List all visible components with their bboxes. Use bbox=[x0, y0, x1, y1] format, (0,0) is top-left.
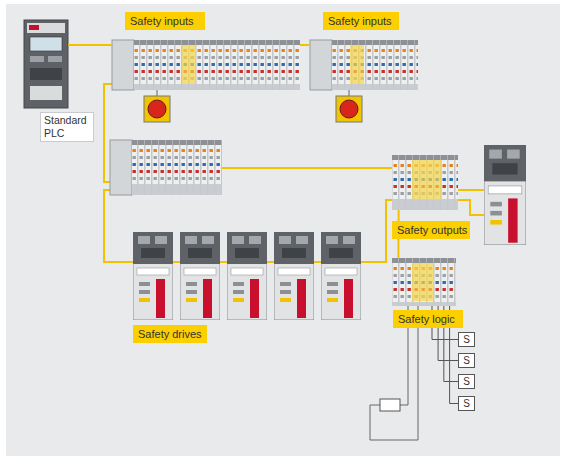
terminal-bus bbox=[110, 140, 222, 195]
safety-terminal bbox=[412, 263, 434, 301]
button-base bbox=[144, 96, 170, 122]
relay-symbol bbox=[380, 399, 400, 411]
plc-housing bbox=[24, 20, 68, 108]
safety-terminal bbox=[182, 45, 196, 84]
bus-coupler bbox=[110, 140, 132, 195]
safety-cable bbox=[68, 44, 112, 46]
terminal-node: Safety inputs bbox=[112, 40, 300, 90]
drive-group: Safety drives bbox=[133, 232, 361, 320]
background-panel bbox=[6, 4, 560, 456]
cable bbox=[458, 200, 484, 215]
device-label: Safety inputs bbox=[125, 12, 205, 30]
servo-drive bbox=[133, 232, 173, 320]
device-label: Safety logic bbox=[393, 310, 463, 328]
sensor-box: S bbox=[458, 332, 475, 347]
sensor-label: S bbox=[459, 354, 474, 367]
emergency-stop bbox=[144, 96, 170, 122]
servo-drive bbox=[484, 145, 526, 245]
wire bbox=[157, 90, 158, 96]
terminal-slices bbox=[392, 258, 456, 306]
plc-device bbox=[24, 20, 68, 108]
button-cap bbox=[148, 100, 166, 118]
terminal-slices bbox=[332, 40, 418, 90]
plc-node: Standard PLC bbox=[24, 20, 68, 108]
terminal-slices bbox=[132, 140, 222, 195]
safety-terminal bbox=[350, 45, 364, 84]
button-cap bbox=[340, 100, 358, 118]
plc-port bbox=[48, 56, 62, 62]
device-label: Safety drives bbox=[133, 325, 207, 343]
sensor-label: S bbox=[459, 375, 474, 388]
wire bbox=[349, 90, 350, 96]
servo-drive bbox=[227, 232, 267, 320]
device-label: Safety inputs bbox=[323, 12, 399, 30]
terminal-bus bbox=[392, 258, 456, 306]
cable bbox=[222, 167, 392, 169]
terminal-slices bbox=[392, 155, 458, 210]
safety-terminal bbox=[412, 160, 442, 200]
cable bbox=[458, 189, 484, 191]
servo-drive bbox=[180, 232, 220, 320]
sensor-label: S bbox=[459, 333, 474, 346]
sensor-box: S bbox=[458, 374, 475, 389]
terminal-node: Safety inputs bbox=[310, 40, 418, 90]
safety-cable bbox=[300, 44, 310, 46]
plc-display bbox=[30, 37, 62, 51]
terminal-slices bbox=[134, 40, 300, 90]
plc-connector bbox=[30, 68, 62, 80]
bus-coupler bbox=[112, 40, 134, 90]
servo-drive bbox=[321, 232, 361, 320]
sensor-box: S bbox=[458, 353, 475, 368]
device-label: Safety outputs bbox=[392, 221, 470, 239]
logo-mark bbox=[29, 25, 39, 30]
sensor-box: S bbox=[458, 396, 475, 411]
terminal-bus bbox=[112, 40, 300, 90]
terminal-node: Safety outputs bbox=[392, 155, 458, 210]
terminal-bus bbox=[310, 40, 418, 90]
plc-top bbox=[27, 23, 65, 33]
plc-port bbox=[30, 56, 44, 62]
terminal-bus bbox=[392, 155, 458, 210]
plc-slot bbox=[30, 86, 62, 100]
device-label: Standard PLC bbox=[40, 112, 94, 142]
cable bbox=[104, 261, 133, 263]
button-base bbox=[336, 96, 362, 122]
terminal-node: Safety logic bbox=[392, 258, 456, 306]
bus-coupler bbox=[310, 40, 332, 90]
emergency-stop bbox=[336, 96, 362, 122]
sensor-label: S bbox=[459, 397, 474, 410]
servo-drive bbox=[274, 232, 314, 320]
